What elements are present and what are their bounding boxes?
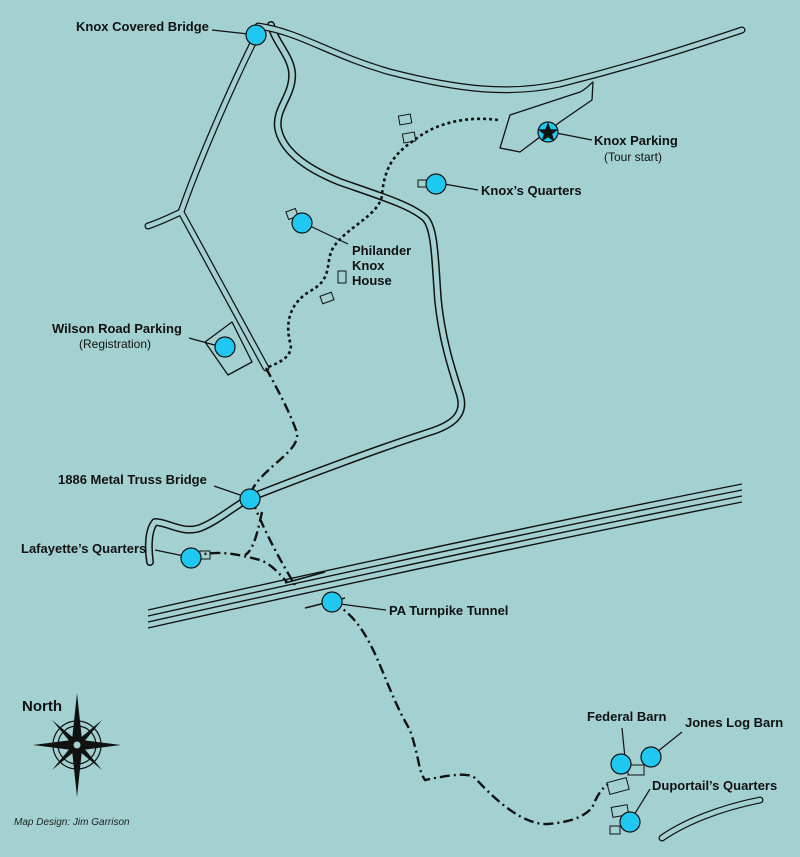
tunnel-north-portal (284, 571, 326, 584)
label-jones-log-barn: Jones Log Barn (685, 715, 783, 730)
label-duportail-quarters: Duportail’s Quarters (652, 778, 777, 793)
north-road (254, 22, 746, 94)
dash-dot-trail (190, 367, 609, 826)
label-wilson-road-parking: Wilson Road Parking (52, 321, 182, 336)
label-pa-turnpike-tunnel: PA Turnpike Tunnel (389, 603, 508, 618)
label-philander-knox-line1: Philander (352, 243, 411, 258)
marker-federal-barn[interactable] (610, 753, 632, 775)
label-philander-knox-line3: House (352, 273, 392, 288)
roads (144, 21, 764, 842)
label-knox-parking-note: (Tour start) (604, 150, 662, 164)
labels: Knox Covered Bridge Knox Parking (Tour s… (21, 19, 783, 793)
marker-philander-knox-house[interactable] (291, 212, 313, 234)
compass-north-label: North (22, 698, 62, 715)
marker-duportail-quarters[interactable] (619, 811, 641, 833)
marker-knox-quarters[interactable] (425, 173, 447, 195)
west-road (144, 31, 270, 372)
label-metal-truss-bridge: 1886 Metal Truss Bridge (58, 472, 207, 487)
marker-pa-turnpike-tunnel[interactable] (321, 591, 343, 613)
marker-wilson-road-parking[interactable] (214, 336, 236, 358)
label-knox-quarters: Knox’s Quarters (481, 183, 582, 198)
star-icon (537, 122, 559, 142)
marker-metal-truss-bridge[interactable] (239, 488, 261, 510)
label-lafayette-quarters: Lafayette’s Quarters (21, 541, 146, 556)
label-philander-knox-line2: Knox (352, 258, 385, 273)
label-knox-covered-bridge: Knox Covered Bridge (76, 19, 209, 34)
marker-knox-covered-bridge[interactable] (245, 24, 267, 46)
buildings (199, 113, 645, 835)
marker-jones-log-barn[interactable] (640, 746, 662, 768)
label-knox-parking: Knox Parking (594, 133, 678, 148)
compass-rose-icon: North (22, 693, 121, 797)
parking-lot-wilson (204, 321, 253, 376)
marker-lafayette-quarters[interactable] (180, 547, 202, 569)
map-credit: Map Design: Jim Garrison (14, 817, 130, 828)
label-wilson-road-parking-note: (Registration) (79, 337, 151, 351)
dotted-trail (265, 117, 499, 370)
southeast-road (658, 796, 764, 842)
leader-lines (154, 29, 683, 816)
label-federal-barn: Federal Barn (587, 709, 667, 724)
